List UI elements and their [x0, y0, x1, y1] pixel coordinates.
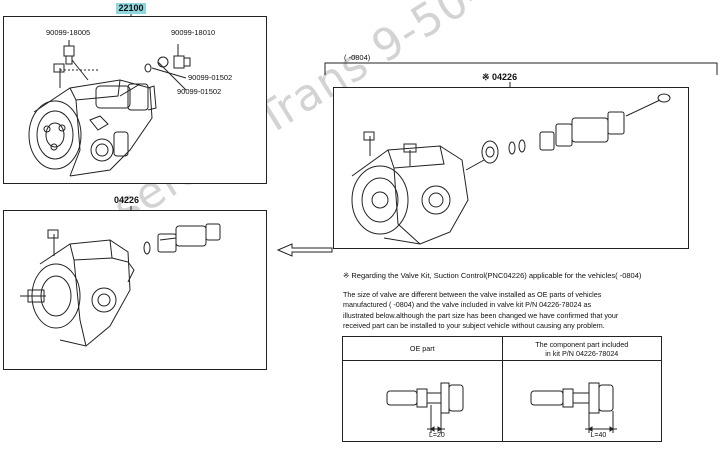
kit-label-04226-left[interactable]: 04226 — [114, 195, 140, 205]
top-left-panel — [3, 16, 267, 184]
part-label-90099-01502-a[interactable]: 90099-01502 — [188, 73, 233, 82]
kit-part-header-line1: The component part included — [535, 339, 629, 349]
oe-valve-drawing — [386, 382, 464, 433]
kit-part-header: The component part included in kit P/N 0… — [501, 336, 662, 361]
note-line-1: The size of valve are different between … — [343, 290, 602, 299]
comparison-table: OE part The component part included in k… — [342, 336, 662, 442]
kit-part-cell: L=40 — [501, 360, 662, 442]
part-label-90099-18010[interactable]: 90099-18010 — [171, 28, 216, 37]
kit-label-04226-right[interactable]: ※ 04226 — [482, 72, 518, 82]
part-label-90099-01502-b[interactable]: 90099-01502 — [177, 87, 222, 96]
part-label-90099-18005[interactable]: 90099-18005 — [46, 28, 91, 37]
right-panel — [333, 87, 689, 249]
kit-valve-drawing — [530, 382, 617, 433]
oe-part-header: OE part — [342, 336, 503, 361]
oe-part-header-text: OE part — [409, 344, 435, 353]
note-line-4: received part can be installed to your s… — [343, 321, 605, 330]
kit-dim-label: L=40 — [590, 432, 607, 439]
note-line-2: manufactured ( -0804) and the valve incl… — [343, 300, 592, 309]
note-title: ※ Regarding the Valve Kit, Suction Contr… — [343, 271, 642, 280]
bottom-left-panel — [3, 210, 267, 370]
oe-part-cell: L=20 — [342, 360, 503, 442]
date-range-label: ( -0804) — [344, 53, 371, 62]
kit-part-header-line2: in kit P/N 04226-78024 — [545, 348, 619, 358]
note-line-3: illustrated below.although the part size… — [343, 311, 619, 320]
assembly-part-number[interactable]: 22100 — [116, 3, 146, 14]
oe-dim-label: L=20 — [429, 432, 445, 439]
